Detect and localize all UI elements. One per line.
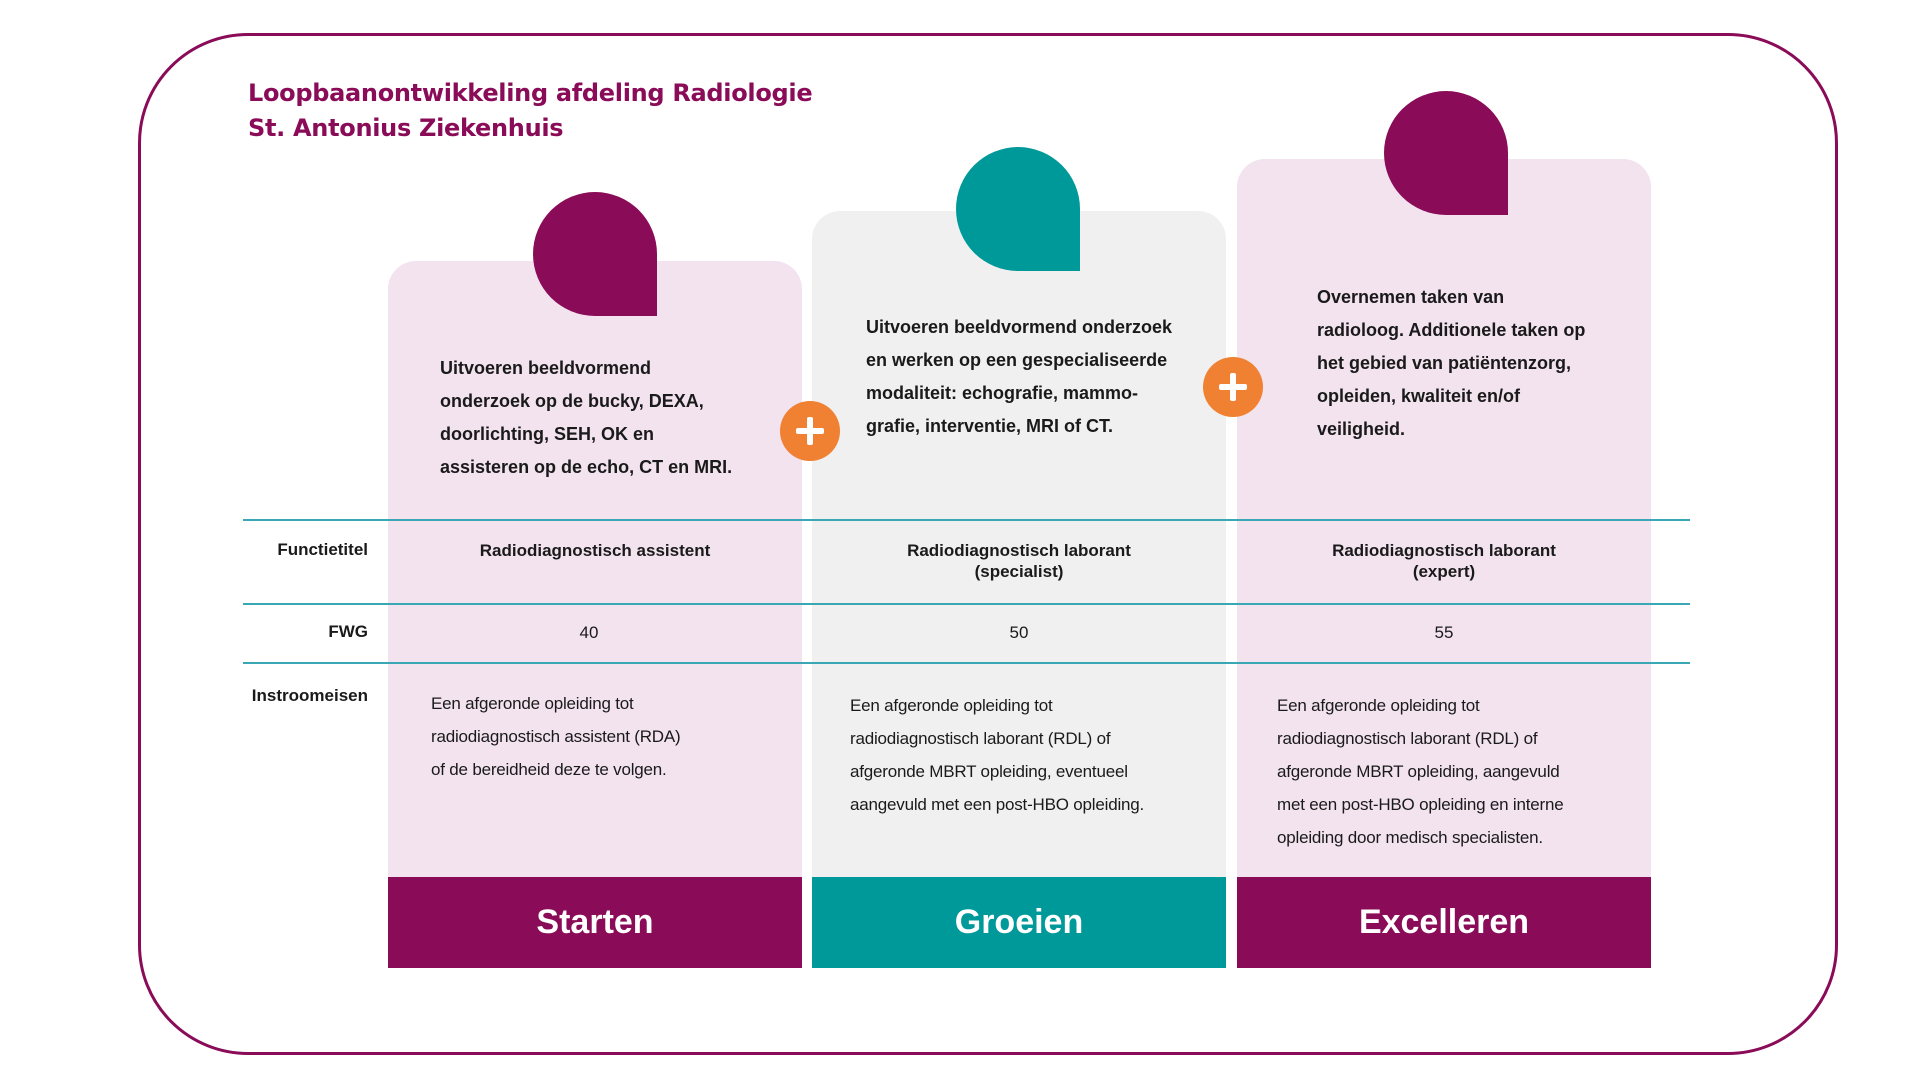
instroomeisen-starten: Een afgeronde opleiding tot radiodiagnos… [431, 687, 771, 786]
description-line: assisteren op de echo, CT en MRI. [440, 457, 733, 477]
description-line: grafie, interventie, MRI of CT. [866, 416, 1114, 436]
fwg-starten: 40 [579, 623, 599, 642]
bubble-groeien-icon [956, 147, 1080, 271]
description-line: radioloog. Additionele taken op [1317, 320, 1586, 340]
page-title: Loopbaanontwikkeling afdeling Radiologie… [248, 76, 813, 146]
phase-bar-starten: Starten [388, 877, 802, 968]
description-line: modaliteit: echografie, mammo- [866, 383, 1139, 403]
instroomeisen-line: aangevuld met een post-HBO opleiding. [850, 795, 1145, 814]
instroomeisen-line: of de bereidheid deze te volgen. [431, 760, 667, 779]
instroomeisen-groeien: Een afgeronde opleiding tot radiodiagnos… [850, 689, 1210, 821]
description-line: en werken op een gespecialiseerde [866, 350, 1168, 370]
description-line: Uitvoeren beeldvormend onderzoek [866, 317, 1173, 337]
row-label-functietitel: Functietitel [277, 540, 368, 559]
instroomeisen-line: Een afgeronde opleiding tot [431, 694, 634, 713]
instroomeisen-line: radiodiagnostisch laborant (RDL) of [850, 729, 1111, 748]
column-groeien-panel [812, 211, 1226, 881]
functietitel-line: (specialist) [974, 562, 1064, 581]
description-line: doorlichting, SEH, OK en [440, 424, 655, 444]
plus-icon [780, 401, 840, 461]
row-label-fwg: FWG [328, 622, 368, 641]
description-line: opleiden, kwaliteit en/of [1317, 386, 1521, 406]
instroomeisen-line: afgeronde MBRT opleiding, eventueel [850, 762, 1128, 781]
functietitel-starten: Radiodiagnostisch assistent [388, 540, 802, 561]
instroomeisen-line: afgeronde MBRT opleiding, aangevuld [1277, 762, 1560, 781]
description-line: het gebied van patiëntenzorg, [1317, 353, 1572, 373]
phase-bar-groeien: Groeien [812, 877, 1226, 968]
fwg-excelleren: 55 [1434, 623, 1454, 642]
instroomeisen-line: radiodiagnostisch assistent (RDA) [431, 727, 681, 746]
functietitel-excelleren: Radiodiagnostisch laborant (expert) [1237, 540, 1651, 582]
functietitel-line: Radiodiagnostisch laborant [907, 541, 1131, 560]
plus-icon [1203, 357, 1263, 417]
rounded-frame [138, 33, 1838, 1055]
row-divider [243, 603, 1690, 605]
phase-bar-excelleren: Excelleren [1237, 877, 1651, 968]
instroomeisen-line: met een post-HBO opleiding en interne [1277, 795, 1564, 814]
instroomeisen-line: Een afgeronde opleiding tot [850, 696, 1053, 715]
description-starten: Uitvoeren beeldvormend onderzoek op de b… [440, 352, 760, 484]
description-line: onderzoek op de bucky, DEXA, [440, 391, 704, 411]
row-label-instroomeisen: Instroomeisen [251, 686, 368, 705]
functietitel-line: Radiodiagnostisch assistent [479, 541, 711, 560]
description-line: Uitvoeren beeldvormend [440, 358, 652, 378]
functietitel-groeien: Radiodiagnostisch laborant (specialist) [812, 540, 1226, 582]
title-line-2: St. Antonius Ziekenhuis [248, 114, 564, 142]
functietitel-line: Radiodiagnostisch laborant [1332, 541, 1556, 560]
row-divider [243, 662, 1690, 664]
row-divider [243, 519, 1690, 521]
bubble-starten-icon [533, 192, 657, 316]
title-line-1: Loopbaanontwikkeling afdeling Radiologie [248, 79, 813, 107]
description-line: Overnemen taken van [1317, 287, 1505, 307]
description-groeien: Uitvoeren beeldvormend onderzoek en werk… [866, 311, 1206, 443]
bubble-excelleren-icon [1384, 91, 1508, 215]
fwg-groeien: 50 [1009, 623, 1029, 642]
instroomeisen-line: radiodiagnostisch laborant (RDL) of [1277, 729, 1538, 748]
instroomeisen-excelleren: Een afgeronde opleiding tot radiodiagnos… [1277, 689, 1637, 854]
functietitel-line: (expert) [1412, 562, 1476, 581]
description-line: veiligheid. [1317, 419, 1406, 439]
instroomeisen-line: opleiding door medisch specialisten. [1277, 828, 1543, 847]
description-excelleren: Overnemen taken van radioloog. Additione… [1317, 281, 1627, 446]
column-starten-panel [388, 261, 802, 881]
instroomeisen-line: Een afgeronde opleiding tot [1277, 696, 1480, 715]
